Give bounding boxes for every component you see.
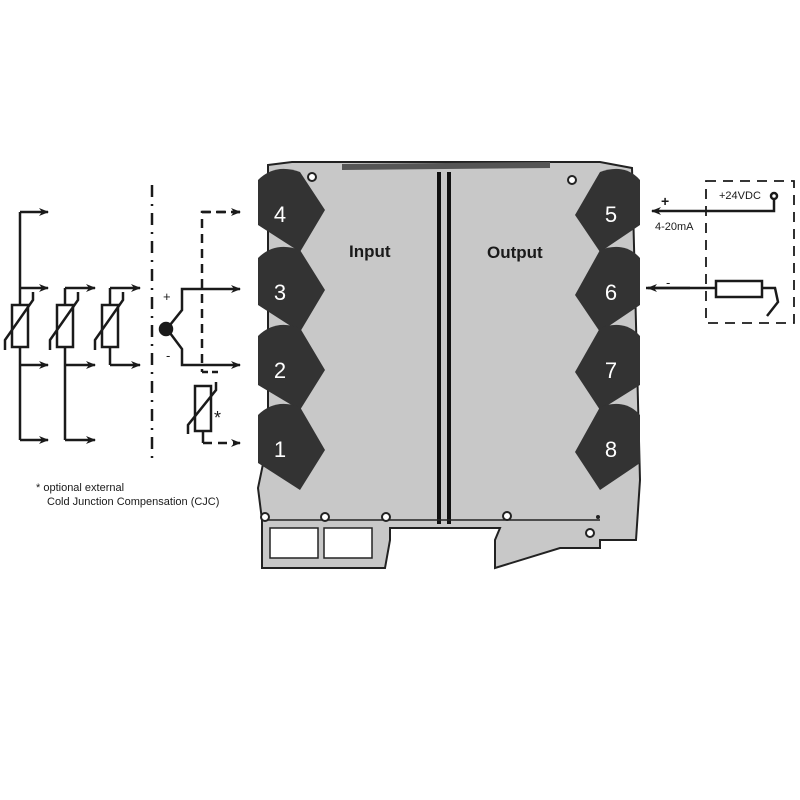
current-label: 4-20mA xyxy=(655,221,694,233)
terminal-4: 4 xyxy=(273,202,287,227)
cjc-sensor xyxy=(186,208,241,447)
tc-plus-label: + xyxy=(163,289,171,304)
left-terminal-blocks xyxy=(258,168,325,490)
output-plus-label: + xyxy=(661,193,670,209)
footnote-line2: Cold Junction Compensation (CJC) xyxy=(47,496,220,508)
terminal-2: 2 xyxy=(273,358,287,383)
tc-minus-label: - xyxy=(166,348,171,363)
output-loop xyxy=(646,180,795,324)
output-minus-label: - xyxy=(666,275,671,290)
terminal-1: 1 xyxy=(273,437,287,462)
device-housing xyxy=(256,161,642,570)
footnote-line1: * optional external xyxy=(36,482,125,494)
terminal-3: 3 xyxy=(273,280,287,305)
output-label: Output xyxy=(487,243,543,262)
terminal-5: 5 xyxy=(604,202,618,227)
cjc-asterisk: * xyxy=(214,408,222,428)
terminal-7: 7 xyxy=(604,358,618,383)
right-terminal-blocks xyxy=(575,168,640,490)
supply-label: +24VDC xyxy=(719,190,761,202)
rtd-sensors xyxy=(3,208,141,444)
thermocouple xyxy=(158,285,241,369)
input-label: Input xyxy=(349,242,391,261)
terminal-8: 8 xyxy=(604,437,618,462)
terminal-6: 6 xyxy=(604,280,618,305)
